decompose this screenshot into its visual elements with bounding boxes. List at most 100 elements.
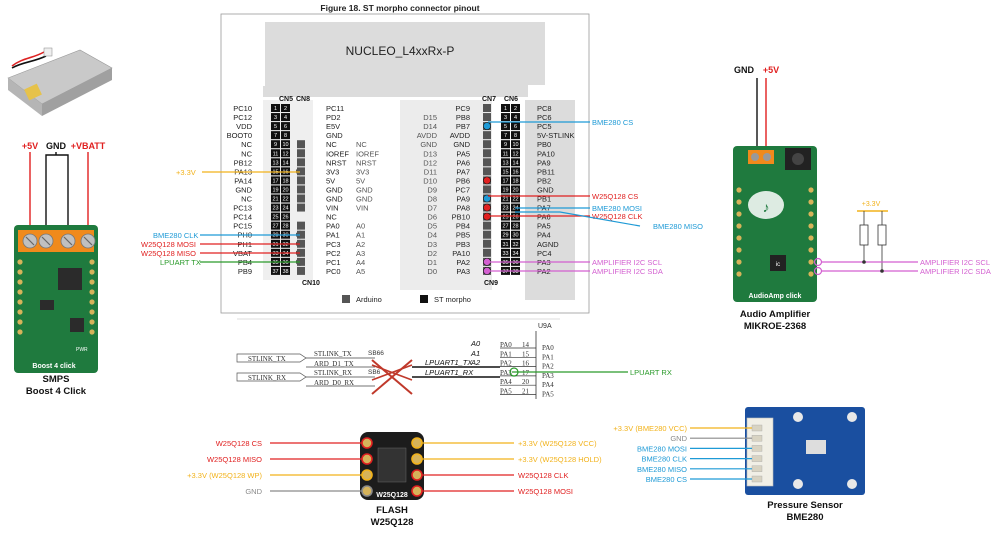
left-pin-odd-num: 1 — [274, 106, 277, 112]
left-pin-even — [281, 131, 290, 140]
right-inner-label: PC9 — [455, 104, 470, 113]
right-pin-even-num: 10 — [512, 142, 518, 148]
right-pin-odd — [501, 248, 510, 257]
left-outer-label: PB12 — [234, 158, 252, 167]
smps-header-pin — [89, 259, 95, 265]
right-inner-label: PB5 — [456, 231, 470, 240]
u9a-pin-name: PA3 — [500, 369, 512, 377]
left-pin-even-num: 18 — [282, 178, 288, 184]
left-pin-odd-num: 31 — [272, 242, 278, 248]
right-pin-odd — [501, 176, 510, 185]
right-pin-odd-num: 25 — [502, 215, 508, 221]
right-pin-even-num: 14 — [512, 160, 518, 166]
sensor-chip — [806, 440, 826, 454]
right-pin-odd-num: 29 — [502, 233, 508, 239]
right-pin-even-num: 32 — [512, 242, 518, 248]
right-outer-label: GND — [537, 185, 554, 194]
left-inner-label: NC — [326, 213, 337, 222]
amp-scl-label: AMPLIFIER I2C SCL — [592, 258, 662, 267]
arduino-header-pin — [297, 167, 305, 176]
left-inner-label: 3V3 — [326, 167, 339, 176]
left-pin-even-num: 12 — [282, 151, 288, 157]
lpuart1-tx-label: LPUART1_TX — [425, 358, 473, 367]
left-outer-label: BOOT0 — [227, 131, 252, 140]
flash-right-pin — [411, 437, 423, 449]
amp-header-pin — [736, 199, 742, 205]
sensor-connector-pin — [751, 475, 763, 483]
left-pin-odd-num: 33 — [272, 251, 278, 257]
right-pin-odd — [501, 122, 510, 131]
amp-header-pin — [808, 199, 814, 205]
board-outline — [263, 22, 545, 97]
left-outer-label: PC10 — [233, 104, 252, 113]
left-pin-even — [281, 158, 290, 167]
flash-module: W25Q128 W25Q128 CS+3.3V (W25Q128 VCC)W25… — [187, 432, 602, 528]
right-outer-label: PA6 — [537, 213, 551, 222]
stlink-rx-port: STLINK_RX — [248, 374, 286, 382]
amp-header-pin — [736, 211, 742, 217]
left-pin-even — [281, 194, 290, 203]
smps-header-pin — [17, 329, 23, 335]
left-inner-label: PC0 — [326, 267, 341, 276]
right-outer-label: PA5 — [537, 222, 551, 231]
cn10-label: CN10 — [302, 280, 320, 287]
left-pin-odd — [271, 185, 280, 194]
sensor-pcb — [745, 407, 865, 495]
arduino-header-pin — [297, 221, 305, 230]
left-pin-even-num: 36 — [282, 260, 288, 266]
amp-ic-text: ic — [776, 262, 780, 268]
arduino-header-pin — [297, 266, 305, 275]
right-arduino-label: D3 — [427, 240, 437, 249]
right-inner-label: PA2 — [456, 258, 470, 267]
smps-inductor — [58, 268, 82, 290]
left-pin-odd — [271, 221, 280, 230]
solder-bridge-cross-2 — [371, 364, 413, 381]
smps-header-pin — [89, 299, 95, 305]
flash-subtitle: W25Q128 — [371, 517, 414, 528]
smps-header-pin — [89, 279, 95, 285]
flash-chip-text: W25Q128 — [376, 492, 408, 499]
right-pin-even-num: 6 — [514, 124, 517, 130]
right-pin-even — [511, 122, 520, 131]
left-pin-odd-num: 5 — [274, 124, 277, 130]
left-pin-even — [281, 176, 290, 185]
right-outer-label: PB2 — [537, 176, 551, 185]
right-highlight-marker — [483, 212, 491, 221]
left-pin-even-num: 30 — [282, 233, 288, 239]
smps-header-pin — [17, 309, 23, 315]
left-pin-even — [281, 122, 290, 131]
sensor-wire-label: BME280 CLK — [642, 455, 687, 464]
sensor-connector-pin — [751, 435, 763, 442]
left-pin-odd — [271, 131, 280, 140]
uart-schematic: U9A STLINK_TX STLINK_RX STLINK_TX ARD_D1… — [236, 318, 672, 399]
left-pin-odd — [271, 158, 280, 167]
arduino-header-pin — [297, 176, 305, 185]
right-pin-odd-num: 1 — [504, 106, 507, 112]
u9a-pin-num: 16 — [522, 360, 530, 368]
net-ard-rx: ARD_D0_RX — [314, 379, 354, 387]
board-right-edge — [525, 100, 575, 300]
right-pin-odd — [501, 140, 510, 149]
left-pin-even — [281, 212, 290, 221]
right-pin-odd-num: 9 — [504, 142, 507, 148]
right-outer-label: PC6 — [537, 113, 552, 122]
arduino-legend: Arduino — [356, 295, 382, 304]
audio-amplifier: GND +5V ♪ ic AudioAmp click Audio Amplif… — [733, 65, 991, 332]
amp-header-pin — [808, 223, 814, 229]
a1-label: A1 — [470, 349, 480, 358]
lipo-battery — [7, 47, 113, 116]
right-pin-even — [511, 167, 520, 176]
left-pin-odd — [271, 140, 280, 149]
right-pin-odd — [501, 230, 510, 239]
flash-left-label: W25Q128 MISO — [207, 455, 262, 464]
left-inner-label: PA1 — [326, 231, 340, 240]
left-pin-even — [281, 140, 290, 149]
arduino-legend-swatch — [342, 295, 350, 303]
